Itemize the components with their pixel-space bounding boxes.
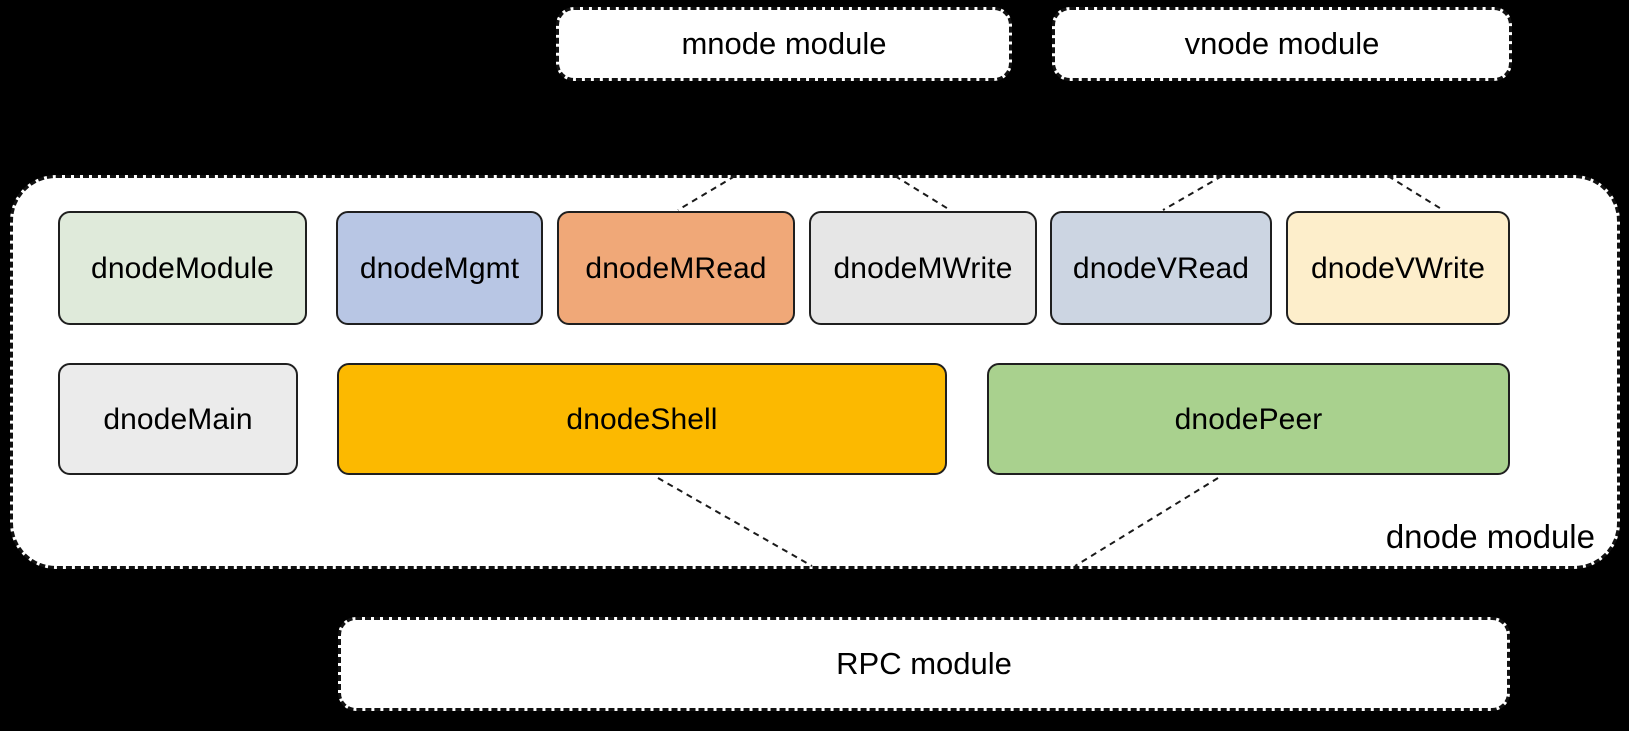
rpc-module-label: RPC module [836,646,1012,681]
node-label: dnodeVWrite [1311,251,1485,285]
vnode-module-label: vnode module [1184,26,1380,61]
rpc-module-box[interactable]: RPC module [338,617,1510,711]
node-label: dnodeMain [103,402,253,436]
node-label: dnodePeer [1174,402,1323,436]
node-dnode-mread[interactable]: dnodeMRead [557,211,795,325]
dnode-module-label: dnode module [1385,518,1595,555]
node-dnode-vread[interactable]: dnodeVRead [1050,211,1272,325]
mnode-module-label: mnode module [681,26,887,61]
mnode-module-box[interactable]: mnode module [556,7,1012,81]
node-dnode-mgmt[interactable]: dnodeMgmt [336,211,543,325]
node-label: dnodeMRead [585,251,767,285]
node-label: dnodeMWrite [833,251,1013,285]
node-dnode-module[interactable]: dnodeModule [58,211,307,325]
node-label: dnodeVRead [1072,251,1250,285]
node-label: dnodeModule [91,251,274,285]
node-dnode-main[interactable]: dnodeMain [58,363,298,475]
node-label: dnodeShell [566,402,718,436]
node-dnode-peer[interactable]: dnodePeer [987,363,1510,475]
node-label: dnodeMgmt [359,251,520,285]
vnode-module-box[interactable]: vnode module [1052,7,1512,81]
node-dnode-vwrite[interactable]: dnodeVWrite [1286,211,1510,325]
node-dnode-mwrite[interactable]: dnodeMWrite [809,211,1037,325]
node-dnode-shell[interactable]: dnodeShell [337,363,947,475]
